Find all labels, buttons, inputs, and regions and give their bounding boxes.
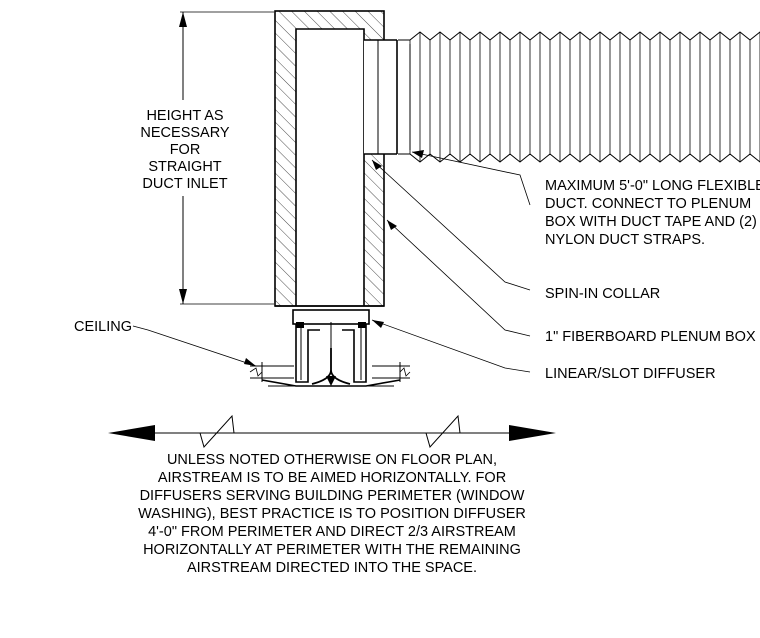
- flexible-duct-label: MAXIMUM 5'-0" LONG FLEXIBLE DUCT. CONNEC…: [545, 178, 760, 248]
- flex-duct-label-line: BOX WITH DUCT TAPE AND (2): [545, 214, 757, 230]
- flex-duct-label-line: MAXIMUM 5'-0" LONG FLEXIBLE: [545, 178, 760, 194]
- note-line: AIRSTREAM IS TO BE AIMED HORIZONTALLY. F…: [158, 470, 506, 486]
- note-line: DIFFUSERS SERVING BUILDING PERIMETER (WI…: [140, 488, 525, 504]
- note-line: AIRSTREAM DIRECTED INTO THE SPACE.: [187, 560, 477, 576]
- height-label-line: STRAIGHT: [148, 159, 221, 175]
- ceiling: [249, 362, 411, 382]
- dimension-arrow-bottom: [179, 289, 187, 304]
- flex-duct-label-line: DUCT. CONNECT TO PLENUM: [545, 196, 751, 212]
- diffuser-label: LINEAR/SLOT DIFFUSER: [545, 366, 716, 382]
- height-label-line: FOR: [170, 142, 201, 158]
- flexible-duct: [398, 31, 760, 163]
- height-dimension: [179, 11, 274, 305]
- note-line: WASHING), BEST PRACTICE IS TO POSITION D…: [138, 506, 526, 522]
- airflow-direction-arrow: [108, 414, 556, 449]
- height-label-line: NECESSARY: [140, 125, 230, 141]
- arrow-head-left: [108, 425, 155, 441]
- note-line: HORIZONTALLY AT PERIMETER WITH THE REMAI…: [143, 542, 521, 558]
- note-line: 4'-0" FROM PERIMETER AND DIRECT 2/3 AIRS…: [148, 524, 516, 540]
- diffuser-pattern-controller: [311, 348, 351, 385]
- airstream-note: UNLESS NOTED OTHERWISE ON FLOOR PLAN, AI…: [138, 452, 526, 576]
- dimension-arrow-top: [179, 12, 187, 27]
- height-label-line: HEIGHT AS: [146, 108, 223, 124]
- ceiling-label: CEILING: [74, 319, 132, 335]
- spin-in-collar-label: SPIN-IN COLLAR: [545, 286, 660, 302]
- arrow-head-right: [509, 425, 556, 441]
- leader-lines: [132, 150, 531, 373]
- height-label-line: DUCT INLET: [142, 176, 227, 192]
- note-line: UNLESS NOTED OTHERWISE ON FLOOR PLAN,: [167, 452, 497, 468]
- flex-duct-label-line: NYLON DUCT STRAPS.: [545, 232, 705, 248]
- spin-in-collar: [364, 39, 398, 155]
- linear-slot-diffuser: [261, 309, 401, 387]
- plenum-box-label: 1" FIBERBOARD PLENUM BOX: [545, 329, 756, 345]
- height-label: HEIGHT AS NECESSARY FOR STRAIGHT DUCT IN…: [140, 108, 230, 192]
